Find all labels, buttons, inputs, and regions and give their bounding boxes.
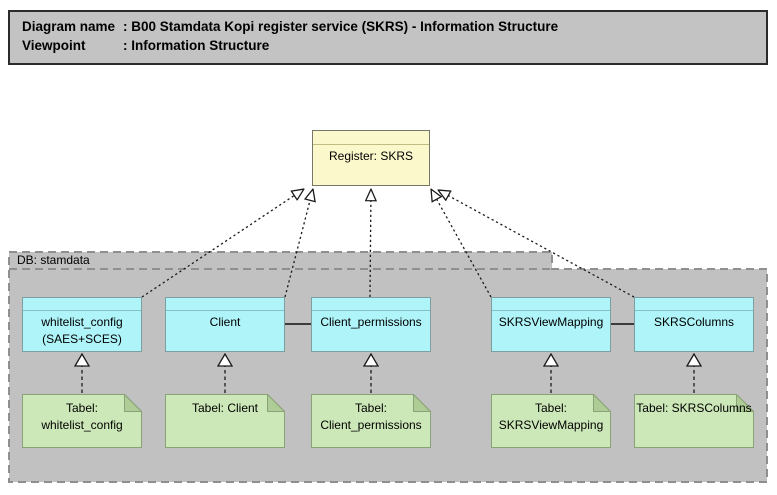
entity-top-compartment <box>492 298 610 311</box>
entity-title: Client_permissions <box>320 315 422 329</box>
note-fold-corner <box>736 394 754 412</box>
viewpoint-row: Viewpoint : Information Structure <box>22 36 766 55</box>
diagram-name-label: Diagram name <box>22 19 116 34</box>
note-shape <box>311 394 431 448</box>
note-tabel-whitelist-config[interactable]: Tabel: whitelist_config <box>22 394 142 448</box>
note-fold-corner <box>413 394 431 412</box>
note-tabel-skrscolumns[interactable]: Tabel: SKRSColumns <box>634 394 754 448</box>
register-skrs-box[interactable]: Register: SKRS <box>312 130 430 186</box>
entity-skrsviewmapping[interactable]: SKRSViewMapping <box>491 297 611 352</box>
note-text: Tabel: <box>65 401 99 415</box>
entity-title: SKRSColumns <box>653 315 735 329</box>
note-text: Tabel: SKRSColumns <box>636 401 752 415</box>
entity-top-compartment <box>23 298 141 311</box>
note-tabel-client-permissions[interactable]: Tabel: Client_permissions <box>311 394 431 448</box>
register-top-compartment <box>313 131 429 145</box>
note-shape <box>165 394 285 448</box>
note-shape <box>634 394 754 448</box>
note-text: SKRSViewMapping <box>498 418 604 432</box>
entity-title: whitelist_config <box>41 315 123 329</box>
entity-client[interactable]: Client <box>165 297 285 352</box>
diagram-name-row: Diagram name : B00 Stamdata Kopi register… <box>22 17 766 36</box>
note-text: Client_permissions <box>320 418 422 432</box>
entity-subtitle: (SAES+SCES) <box>42 332 122 346</box>
diagram-name-value: : B00 Stamdata Kopi register service (SK… <box>123 19 559 34</box>
note-text: Tabel: <box>354 401 388 415</box>
entity-top-compartment <box>166 298 284 311</box>
note-text: Tabel: <box>534 401 568 415</box>
register-title: Register: SKRS <box>328 149 414 163</box>
note-fold-corner <box>267 394 285 412</box>
note-fold-corner <box>124 394 142 412</box>
diagram-title-block: Diagram name : B00 Stamdata Kopi register… <box>8 10 768 65</box>
note-text: whitelist_config <box>41 418 123 432</box>
grouping-title: DB: stamdata <box>17 253 90 267</box>
viewpoint-label: Viewpoint <box>22 38 86 53</box>
entity-top-compartment <box>312 298 430 311</box>
note-shape <box>491 394 611 448</box>
note-text: Tabel: Client <box>191 401 259 415</box>
entity-title: Client <box>209 315 241 329</box>
viewpoint-value: : Information Structure <box>123 38 270 53</box>
note-fold-corner <box>593 394 611 412</box>
entity-title: SKRSViewMapping <box>498 315 604 329</box>
note-shape <box>22 394 142 448</box>
entity-skrscolumns[interactable]: SKRSColumns <box>634 297 754 352</box>
note-tabel-skrsviewmapping[interactable]: Tabel: SKRSViewMapping <box>491 394 611 448</box>
entity-whitelist-config[interactable]: whitelist_config (SAES+SCES) <box>22 297 142 352</box>
entity-client-permissions[interactable]: Client_permissions <box>311 297 431 352</box>
entity-top-compartment <box>635 298 753 311</box>
note-tabel-client[interactable]: Tabel: Client <box>165 394 285 448</box>
